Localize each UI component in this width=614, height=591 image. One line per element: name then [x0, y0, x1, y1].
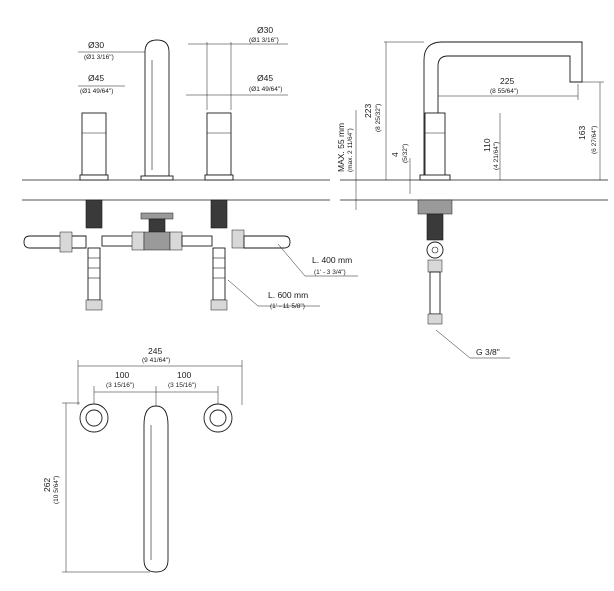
reach-inch-label: (8 55/64") — [490, 88, 518, 95]
reach-label: 225 — [500, 76, 514, 86]
right-body-diameter-inch-label: (Ø1 49/64") — [249, 86, 282, 93]
right-mixing-hose — [181, 235, 213, 247]
outlet-height-inch-label: (6 27/64") — [591, 126, 598, 154]
plan-view: 245 (9 41/64") 100 (3 15/16") 100 (3 15/… — [42, 346, 243, 573]
handle-diameter-label: Ø45 — [88, 73, 104, 83]
handle-diameter-inch-label: (Ø1 49/64") — [80, 88, 113, 95]
right-handle-base — [204, 174, 234, 181]
right-spacing-inch-label: (3 15/16") — [168, 382, 196, 389]
short-hose-length-inch-label: (1' - 3 3/4") — [314, 269, 346, 276]
right-supply-hose — [212, 247, 226, 301]
height-label: 223 — [363, 104, 373, 118]
overall-width-inch-label: (9 41/64") — [142, 357, 170, 364]
outlet-height-label: 163 — [577, 126, 587, 140]
side-view: 223 (8 25/32") MAX. 55 mm (max. 2 11/64"… — [336, 41, 608, 359]
right-valve-body — [210, 199, 228, 229]
left-supply-hose — [87, 247, 101, 301]
spout — [144, 39, 170, 177]
depth-label: 262 — [42, 478, 52, 492]
left-spacing-inch-label: (3 15/16") — [106, 382, 134, 389]
side-handle — [424, 112, 446, 177]
left-handle — [81, 112, 107, 176]
side-base — [419, 174, 451, 181]
plan-spout — [143, 405, 169, 573]
right-handle-diameter-label: Ø30 — [257, 25, 273, 35]
right-body-diameter-label: Ø45 — [257, 73, 273, 83]
depth-inch-label: (10 5/64") — [53, 476, 60, 504]
left-handle-base — [79, 174, 109, 181]
long-hose-length-label: L. 600 mm — [268, 290, 308, 300]
gap-inch-label: (5/32") — [402, 144, 409, 163]
left-spacing-label: 100 — [115, 370, 129, 380]
spout-connector — [148, 218, 166, 234]
overall-width-label: 245 — [148, 346, 162, 356]
side-valve-body — [426, 213, 444, 241]
left-valve-body — [85, 199, 103, 229]
central-manifold — [143, 231, 171, 251]
short-hose-length-label: L. 400 mm — [312, 255, 352, 265]
side-spout — [423, 41, 583, 177]
spout-diameter-inch-label: (Ø1 3/16") — [84, 54, 114, 61]
right-handle-diameter-inch-label: (Ø1 3/16") — [249, 37, 279, 44]
connection-label: G 3/8" — [476, 347, 500, 357]
side-supply-hose — [429, 271, 441, 315]
right-handle — [206, 112, 232, 176]
handle-height-inch-label: (4 21/64") — [493, 142, 500, 170]
gap-label: 4 — [390, 152, 400, 157]
right-hose-loop — [243, 235, 291, 249]
spout-diameter-label: Ø30 — [88, 40, 104, 50]
left-hose-loop — [23, 235, 87, 249]
front-view: Ø30 (Ø1 3/16") Ø45 (Ø1 49/64") Ø30 (Ø1 3… — [22, 25, 358, 311]
max-deck-inch-label: (max. 2 11/64") — [347, 128, 354, 172]
handle-height-label: 110 — [482, 138, 492, 152]
long-hose-length-inch-label: (1' - 11 5/8") — [270, 303, 305, 310]
right-spacing-label: 100 — [177, 370, 191, 380]
height-inch-label: (8 25/32") — [375, 104, 382, 132]
side-connector — [426, 241, 444, 259]
max-deck-label: MAX. 55 mm — [336, 123, 346, 172]
spout-base — [140, 175, 174, 181]
